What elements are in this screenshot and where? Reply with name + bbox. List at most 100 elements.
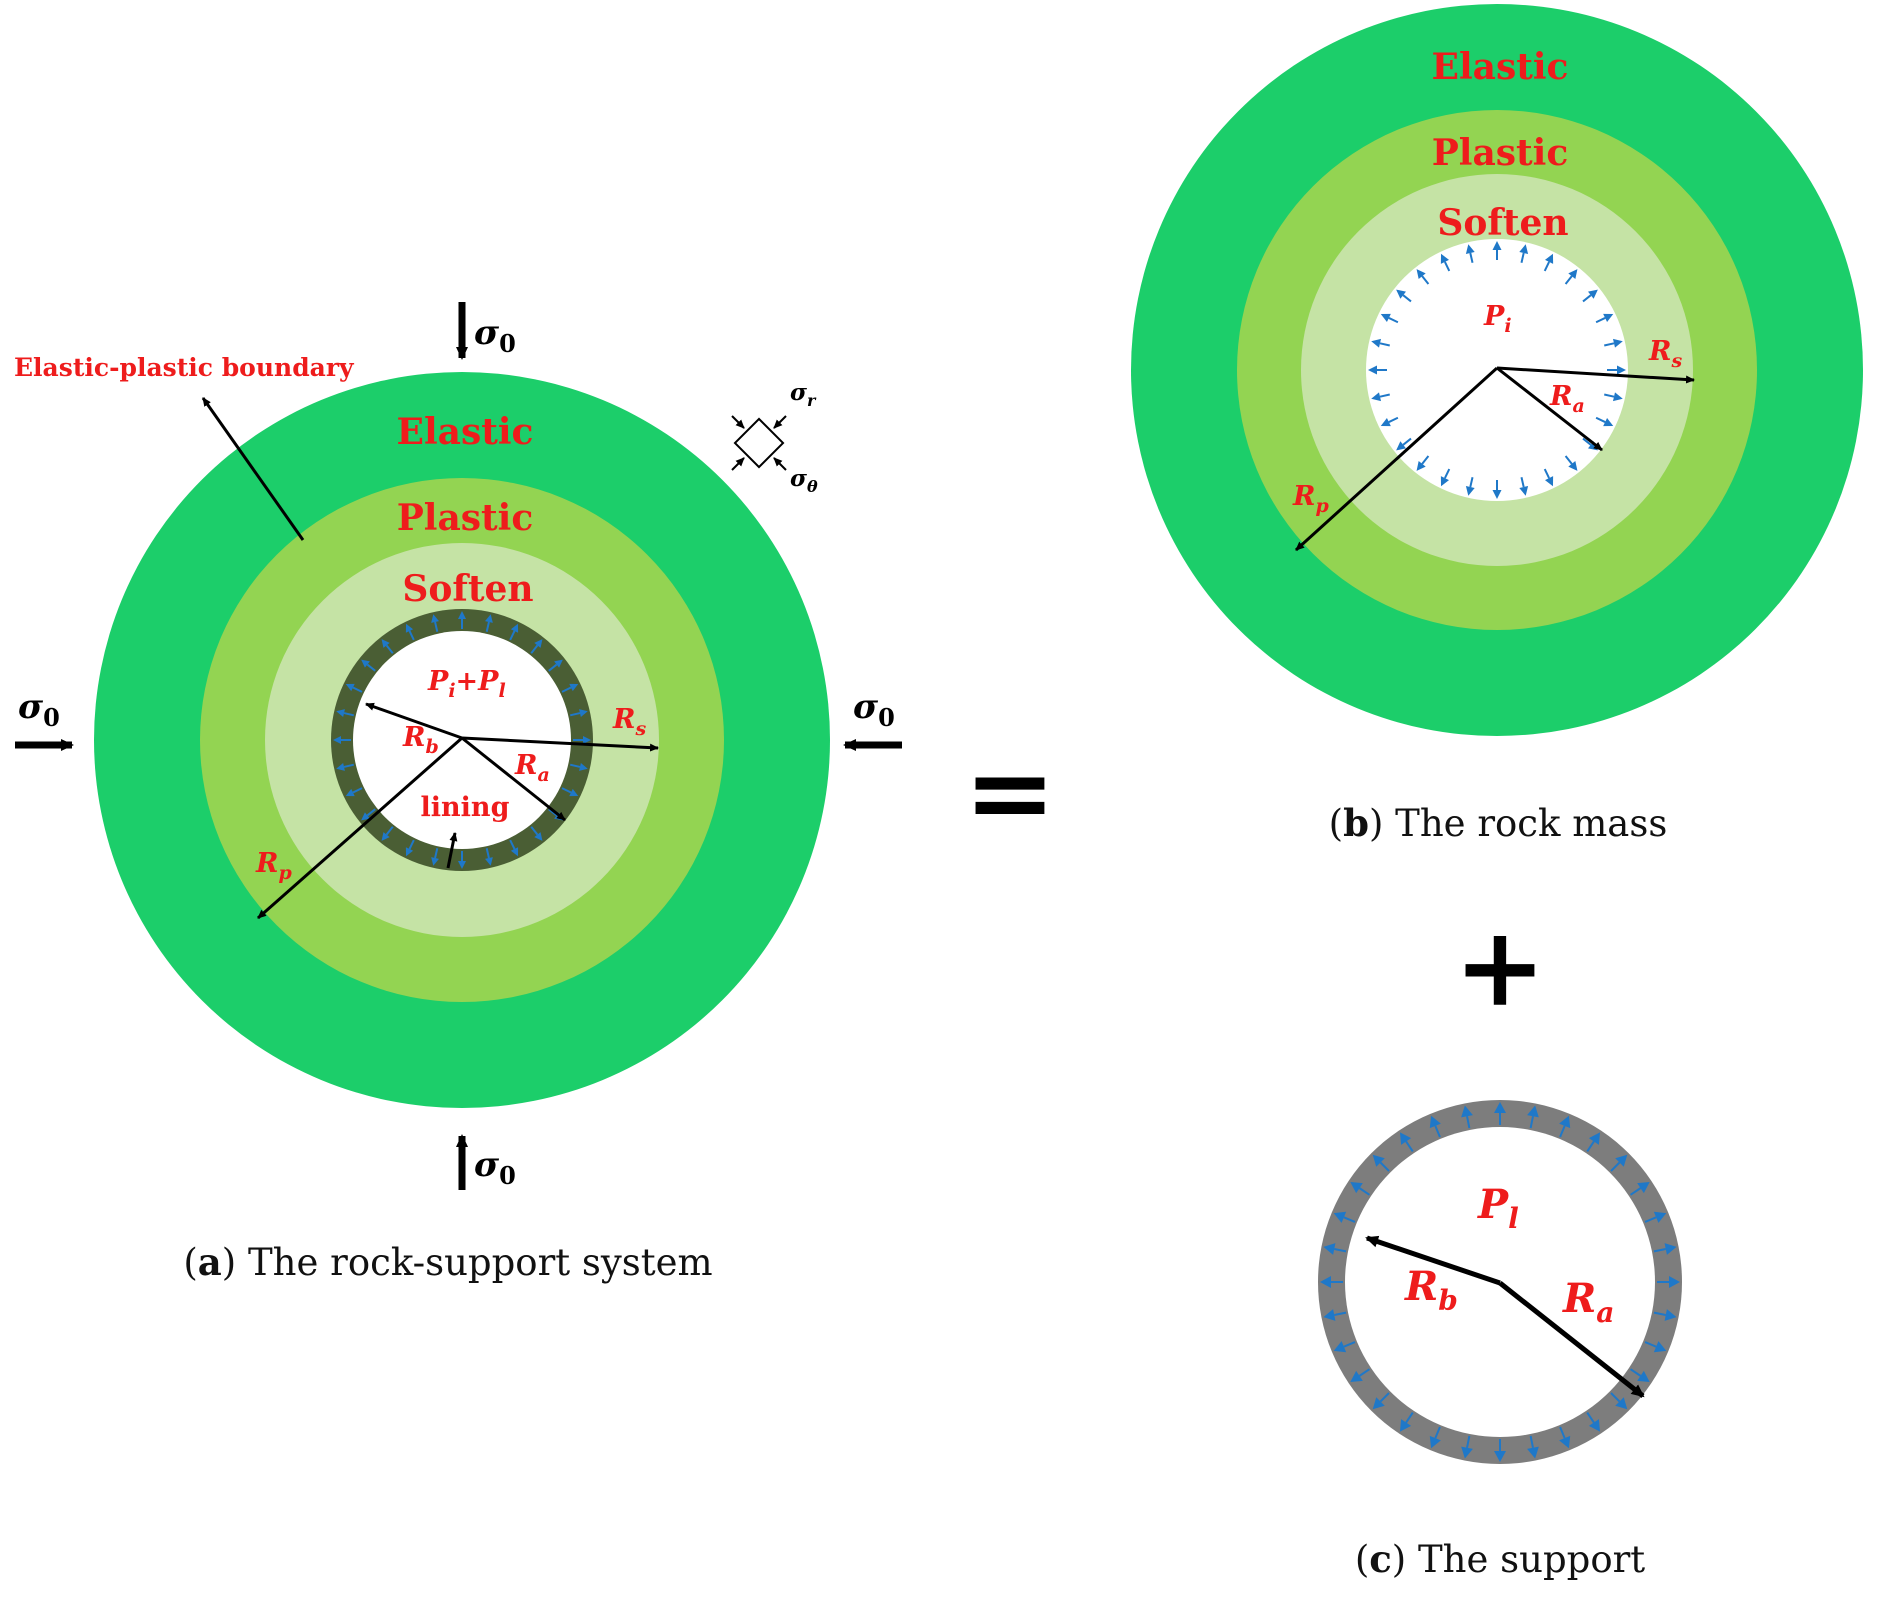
pressure-arrow-shaft — [408, 630, 415, 641]
pressure-arrow-shaft — [1559, 1125, 1566, 1138]
pressure-arrow-head — [1615, 1397, 1628, 1410]
pressure-arrow-shaft — [1469, 252, 1474, 263]
pressure-arrow-head — [1588, 289, 1598, 299]
support-pressure-arrows — [1368, 241, 1626, 499]
pressure-arrow-head — [1559, 1435, 1571, 1449]
pressure-arrow-head — [431, 614, 439, 623]
pressure-arrow-head — [1664, 1309, 1677, 1321]
pressure-arrow-head — [405, 847, 414, 857]
pressure-label: Pi — [1483, 301, 1512, 337]
pressure-arrow-shaft — [1559, 1426, 1566, 1439]
pressure-arrow-shaft — [1653, 1311, 1666, 1316]
pressure-arrow-shaft — [1564, 455, 1573, 465]
pressure-arrow-head — [1603, 418, 1614, 427]
pressure-arrow-shaft — [1343, 1341, 1356, 1348]
pressure-arrow-shaft — [1466, 1116, 1471, 1129]
ra-label: Ra — [514, 750, 550, 786]
pressure-arrow-shaft — [1595, 416, 1606, 423]
pressure-arrow-head — [345, 788, 355, 797]
pressure-arrow-head — [1368, 365, 1377, 375]
lining-label: lining — [421, 792, 510, 823]
ra-arrow — [461, 736, 566, 822]
pressure-arrow-shaft — [343, 712, 355, 717]
elastic-label: Elastic — [397, 411, 534, 453]
pressure-arrow-shaft — [1466, 1435, 1471, 1448]
pressure-arrow-head — [1429, 1115, 1441, 1129]
pressure-arrow-shaft — [1564, 275, 1573, 285]
boundary-label: Elastic-plastic boundary — [14, 353, 355, 382]
pressure-arrow-head — [458, 611, 466, 619]
pressure-arrow-shaft — [1379, 342, 1390, 347]
pressure-arrow-shaft — [1520, 477, 1525, 488]
pressure-arrow-head — [579, 763, 588, 771]
pressure-arrow-shaft — [1334, 1248, 1347, 1253]
ra-arrow — [1496, 366, 1603, 452]
pressure-arrow-head — [1465, 485, 1475, 496]
stress-arrow-sigma-theta — [773, 457, 787, 471]
pressure-arrow-head — [1653, 1211, 1667, 1223]
pressure-arrow-shaft — [352, 686, 363, 693]
stress-arrow-sigma-theta-opposite — [731, 415, 745, 429]
lining-pointer-arrow — [446, 832, 458, 869]
pressure-arrow-head — [1588, 1132, 1601, 1145]
pressure-arrow-head — [1588, 1419, 1601, 1432]
pressure-arrow-shaft — [1629, 1368, 1642, 1377]
pressure-arrow-shaft — [366, 663, 376, 672]
pressure-arrow-shaft — [485, 847, 490, 859]
pressure-arrow-shaft — [1444, 468, 1451, 479]
ra-label: Ra — [1549, 381, 1585, 417]
pressure-arrow-shaft — [1405, 1411, 1414, 1424]
pressure-arrow-shaft — [1334, 1311, 1347, 1316]
pressure-arrow-shaft — [1644, 1341, 1657, 1348]
pressure-arrow-shaft — [1358, 1187, 1371, 1196]
pressure-arrow-shaft — [548, 808, 558, 817]
rb-arrow — [1365, 1235, 1501, 1286]
pressure-arrow-head — [1372, 1154, 1385, 1167]
sigma0-top-label: σ0 — [474, 313, 516, 358]
pressure-arrow-head — [1440, 253, 1449, 264]
pressure-arrow-shaft — [1421, 455, 1430, 465]
pressure-arrow-shaft — [1653, 1248, 1666, 1253]
pressure-arrow-head — [1568, 461, 1578, 471]
pressure-arrow-head — [431, 857, 439, 866]
pressure-arrow-shaft — [1595, 317, 1606, 324]
equals-sign: = — [964, 727, 1056, 856]
pressure-arrow-head — [554, 659, 563, 668]
pressure-arrow-shaft — [569, 712, 581, 717]
pressure-arrow-head — [1664, 1243, 1677, 1255]
ra-arrow — [1498, 1281, 1645, 1398]
pressure-arrow-shaft — [1434, 1125, 1441, 1138]
stress-element: σr σθ — [731, 379, 818, 496]
elastic-label: Elastic — [1432, 46, 1569, 88]
pressure-arrow-head — [1637, 1181, 1650, 1194]
pressure-arrow-head — [1416, 461, 1426, 471]
pressure-arrow-shaft — [1582, 437, 1592, 446]
rp-label: Rp — [1292, 481, 1329, 517]
pressure-arrow-head — [1380, 313, 1391, 322]
soften-label: Soften — [1437, 202, 1568, 244]
pressure-arrow-shaft — [1586, 1411, 1595, 1424]
pressure-arrow-head — [1461, 1446, 1473, 1459]
pressure-arrow-head — [1416, 269, 1426, 279]
pressure-arrow-head — [1396, 441, 1406, 451]
pressure-arrow-shaft — [509, 630, 516, 641]
pressure-arrow-shaft — [1405, 1140, 1414, 1153]
pressure-arrow-shaft — [1379, 393, 1390, 398]
pressure-arrow-shaft — [548, 663, 558, 672]
caption-b: (b) The rock mass — [1329, 801, 1668, 845]
caption-c: (c) The support — [1355, 1537, 1645, 1581]
pressure-arrow-head — [1617, 365, 1626, 375]
pressure-arrow-head — [1350, 1181, 1363, 1194]
pressure-arrow-shaft — [1629, 1187, 1642, 1196]
sigma0-right-label: σ0 — [853, 687, 895, 732]
pressure-arrow-shaft — [1434, 1426, 1441, 1439]
pressure-arrow-head — [534, 832, 543, 841]
plastic-label: Plastic — [397, 497, 534, 539]
pressure-arrow-head — [485, 614, 493, 623]
panel-c-support: Pl Rb Ra (c) The support — [1318, 1100, 1682, 1581]
pressure-arrow-head — [1323, 1309, 1336, 1321]
pressure-arrow-head — [1492, 490, 1502, 499]
pressure-arrow-head — [1333, 1341, 1347, 1353]
rp-arrow — [257, 736, 463, 920]
